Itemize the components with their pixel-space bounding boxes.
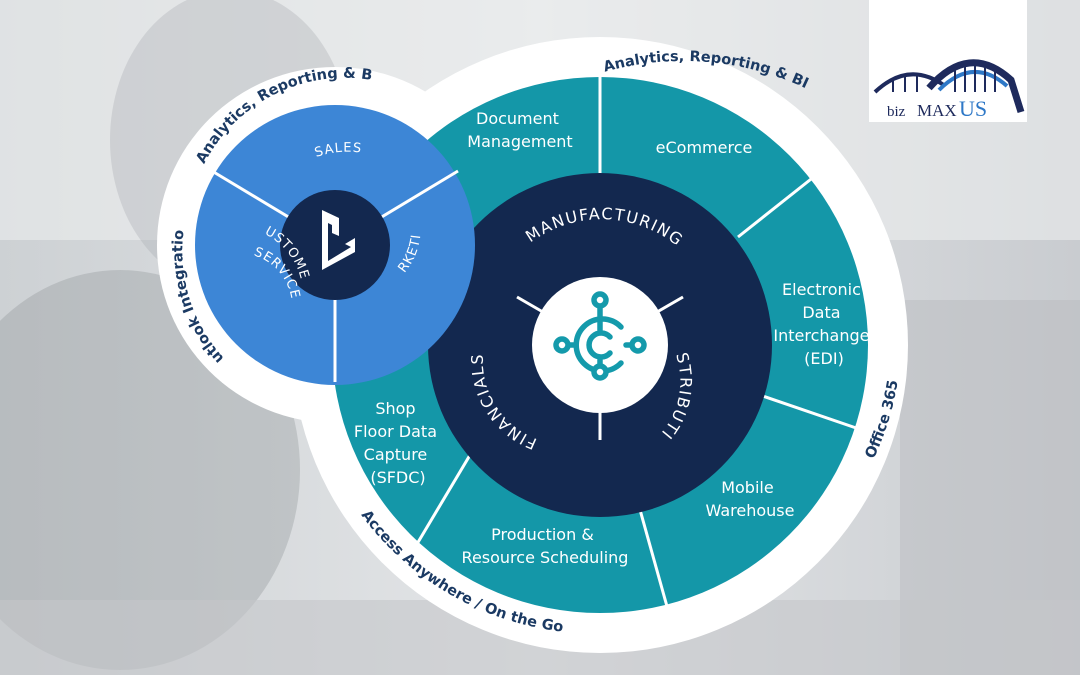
segment-document-management: Document Management [467,109,572,151]
bizmaxus-logo[interactable]: biz MAX US [869,0,1027,122]
business-central-icon [553,291,647,381]
divider-line [737,166,826,239]
segment-ecommerce: eCommerce [656,138,753,157]
logo-text-brand: MAX [917,101,957,120]
logo-text-suffix: US [959,96,987,121]
segment-production-scheduling: Production & Resource Scheduling [462,525,629,567]
logo-text-prefix: biz [887,104,906,120]
bridge-arch-icon [873,59,1025,114]
divider-line [753,391,863,432]
divider-line [412,449,475,550]
bc-center-circle [532,277,668,413]
divider-line [635,498,670,611]
segment-sfdc: Shop Floor Data Capture (SFDC) [354,399,442,487]
dynamics-center-circle [280,190,390,300]
segment-mobile-warehouse: Mobile Warehouse [706,478,795,520]
dynamics-365-icon [322,210,355,270]
segment-edi: Electronic Data Interchange (EDI) [773,280,874,368]
